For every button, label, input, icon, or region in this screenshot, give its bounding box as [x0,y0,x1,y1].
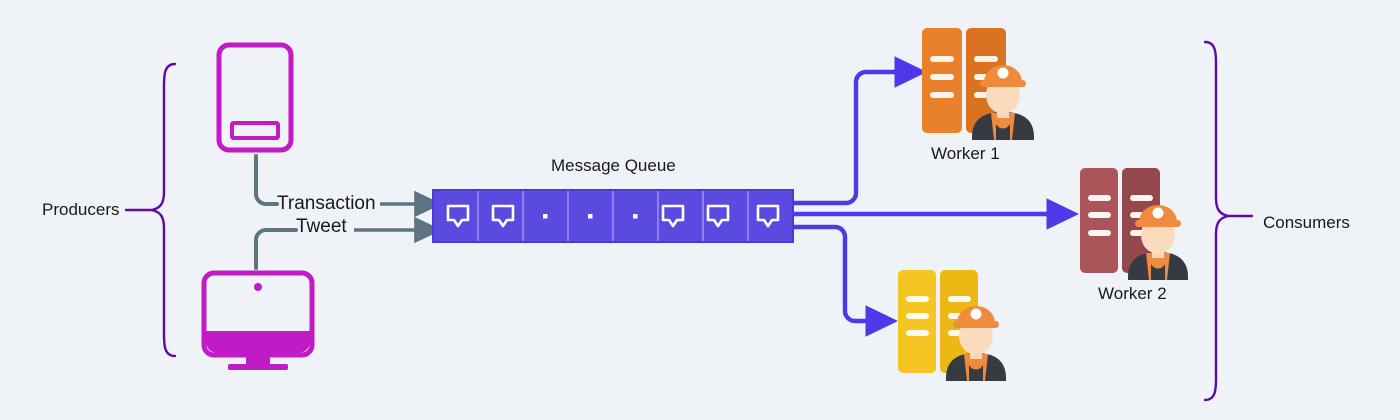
worker-2-label: Worker 2 [1098,284,1167,303]
queue-cell-message [446,204,470,228]
queue-cell-dot [588,214,593,219]
tweet-connector [254,216,443,270]
queue-to-worker3-arrow [790,224,898,337]
tweet-flow-label: Tweet [296,216,347,237]
consumers-label: Consumers [1263,213,1350,232]
transaction-flow-label: Transaction [277,193,376,214]
queue-cell-message [661,204,685,228]
worker-person-figure [1128,205,1188,280]
message-queue-label: Message Queue [551,156,676,175]
worker-person-figure [972,65,1034,140]
queue-to-worker1-arrow [790,56,927,206]
queue-cell-dot [543,214,548,219]
message-queue-box[interactable] [432,189,794,243]
producers-bracket [124,62,177,358]
queue-cell-message [706,204,730,228]
queue-cell-message [491,204,515,228]
transaction-connector [254,154,443,218]
worker-person-figure [946,306,1006,381]
tablet-icon [216,42,294,153]
monitor-icon [201,270,315,370]
worker-1-label: Worker 1 [931,144,1000,163]
consumers-bracket [1203,40,1254,402]
queue-cell-message [756,204,780,228]
worker-2-icon [1080,168,1188,280]
queue-cell-dividers [477,191,749,241]
worker-3-icon [898,270,1006,381]
worker-1-icon [922,28,1034,140]
queue-cell-dot [633,214,638,219]
producers-label: Producers [42,200,120,219]
